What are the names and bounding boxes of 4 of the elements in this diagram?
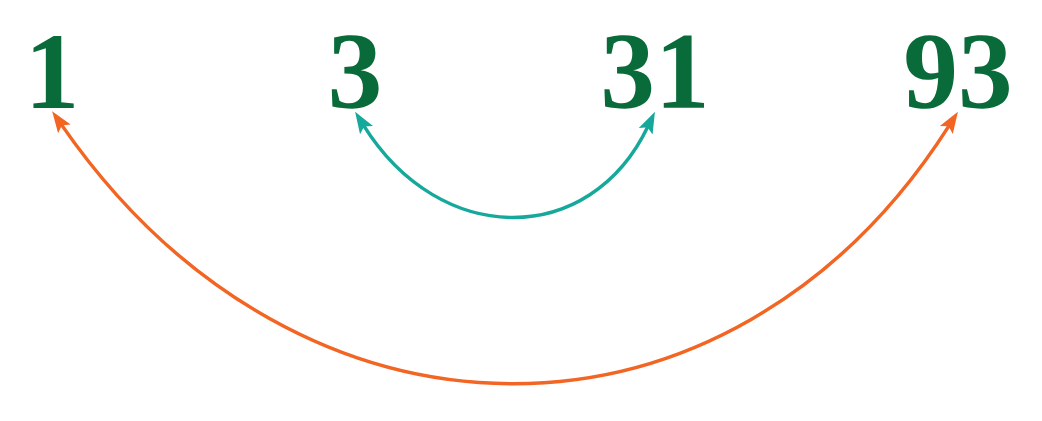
number-label: 3: [331, 35, 379, 109]
number-label: 93: [906, 35, 1009, 109]
number-label: 1: [33, 35, 74, 109]
number-label: 31: [604, 35, 704, 109]
